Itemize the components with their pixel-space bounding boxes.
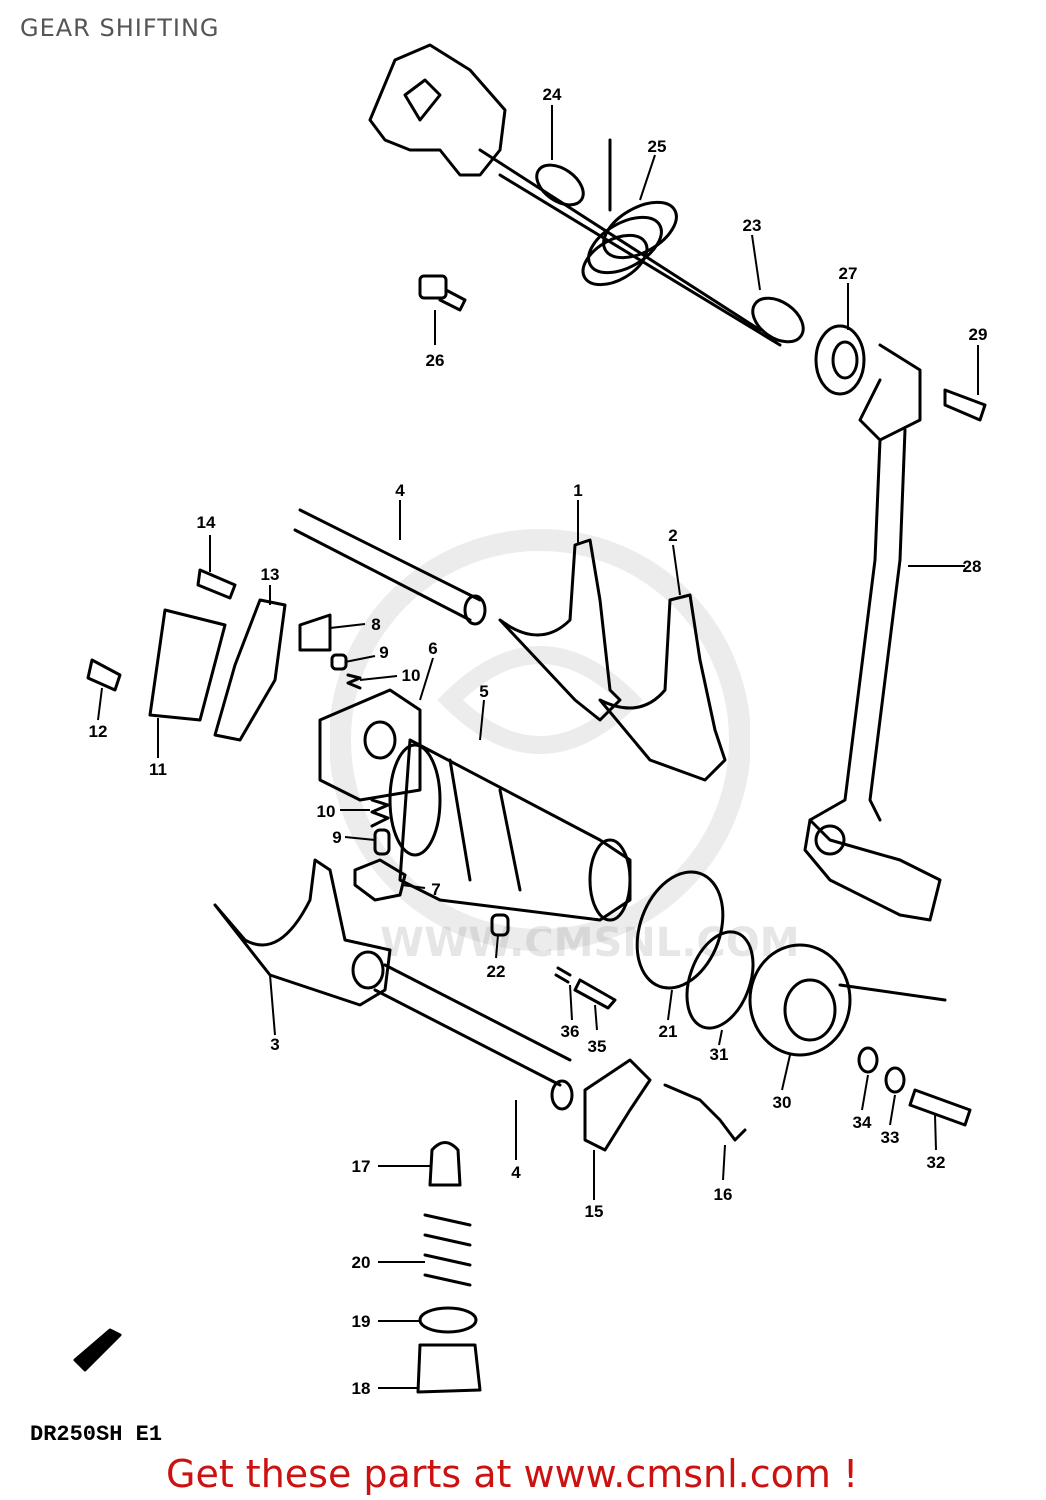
part-label: 2 — [668, 526, 677, 545]
spring-20 — [423, 1213, 472, 1287]
shift-fork-1 — [498, 538, 622, 722]
washer-34 — [857, 1046, 879, 1074]
page-title: GEAR SHIFTING — [20, 14, 220, 42]
cta-link[interactable]: Get these parts at www.cmsnl.com ! — [166, 1452, 859, 1496]
spring-16 — [663, 1083, 747, 1142]
fork-shaft-upper — [293, 508, 487, 626]
part-label: 10 — [402, 666, 421, 685]
part-label: 29 — [969, 325, 988, 344]
plunger-17 — [428, 1141, 462, 1187]
gearshift-shaft — [368, 43, 782, 347]
model-code: DR250SH E1 — [30, 1422, 163, 1447]
screw-14 — [196, 568, 237, 600]
part-label: 1 — [573, 481, 582, 500]
bolt-32 — [908, 1088, 972, 1127]
part-label: 30 — [773, 1093, 792, 1112]
part-label: 33 — [881, 1128, 900, 1147]
part-label: 9 — [332, 828, 341, 847]
plate-11 — [148, 608, 227, 722]
pin-9 — [373, 828, 391, 856]
screw-12 — [86, 658, 122, 692]
drum-cam — [318, 688, 422, 802]
part-label: 35 — [588, 1037, 607, 1056]
pawl-15 — [583, 1058, 652, 1152]
part-label: 32 — [927, 1153, 946, 1172]
gasket-21 — [635, 870, 725, 990]
part-label: 18 — [352, 1379, 371, 1398]
part-label: 26 — [426, 351, 445, 370]
part-label: 36 — [561, 1022, 580, 1041]
stopper-8 — [298, 613, 332, 652]
pin-35 — [573, 978, 617, 1010]
shift-fork-2 — [598, 593, 727, 782]
fork-shaft-lower — [373, 963, 574, 1111]
pin-22 — [490, 913, 510, 937]
washer-19 — [418, 1306, 478, 1334]
part-label: 6 — [428, 639, 437, 658]
pin-9b — [330, 653, 348, 671]
washer-33 — [884, 1066, 906, 1094]
part-label: 15 — [585, 1202, 604, 1221]
part-label: 5 — [479, 682, 488, 701]
part-label: 4 — [511, 1163, 521, 1182]
part-label: 22 — [487, 962, 506, 981]
part-label: 28 — [963, 557, 982, 576]
part-label: 19 — [352, 1312, 371, 1331]
part-label: 4 — [395, 481, 405, 500]
part-label: 13 — [261, 565, 280, 584]
part-label: 27 — [839, 264, 858, 283]
part-label: 17 — [352, 1157, 371, 1176]
part-label: 3 — [270, 1035, 279, 1054]
part-label: 7 — [431, 880, 440, 899]
part-label: 24 — [543, 85, 562, 104]
o-ring-31 — [685, 930, 755, 1030]
part-label: 12 — [89, 722, 108, 741]
part-label: 23 — [743, 216, 762, 235]
stopper-7 — [353, 858, 407, 902]
part-label: 11 — [149, 760, 167, 779]
plug-18 — [416, 1343, 482, 1394]
bolt-29 — [943, 388, 987, 422]
bolt-26 — [418, 274, 467, 312]
part-label: 31 — [710, 1045, 729, 1064]
neutral-switch-30 — [748, 943, 947, 1057]
part-label: 16 — [714, 1185, 733, 1204]
part-label: 21 — [659, 1022, 678, 1041]
shaft-spring — [581, 138, 678, 287]
part-label: 20 — [352, 1253, 371, 1272]
plate-13 — [213, 598, 287, 742]
spring-10 — [370, 798, 390, 828]
watermark-text: WWW.CMSNL.COM — [380, 920, 800, 966]
front-arrow-icon — [73, 1328, 122, 1372]
shift-drum — [388, 738, 632, 922]
part-label: 9 — [379, 643, 388, 662]
oil-seal-27 — [814, 324, 866, 396]
part-label: 14 — [197, 513, 216, 532]
part-label: 10 — [317, 802, 336, 821]
part-label: 34 — [853, 1113, 872, 1132]
gearshift-lever — [803, 343, 942, 922]
part-label: 25 — [648, 137, 667, 156]
shaft-end — [751, 296, 805, 344]
part-label: 8 — [371, 615, 380, 634]
shift-fork-3 — [213, 858, 392, 1007]
spring-36 — [554, 966, 572, 984]
spring-10b — [346, 673, 362, 690]
